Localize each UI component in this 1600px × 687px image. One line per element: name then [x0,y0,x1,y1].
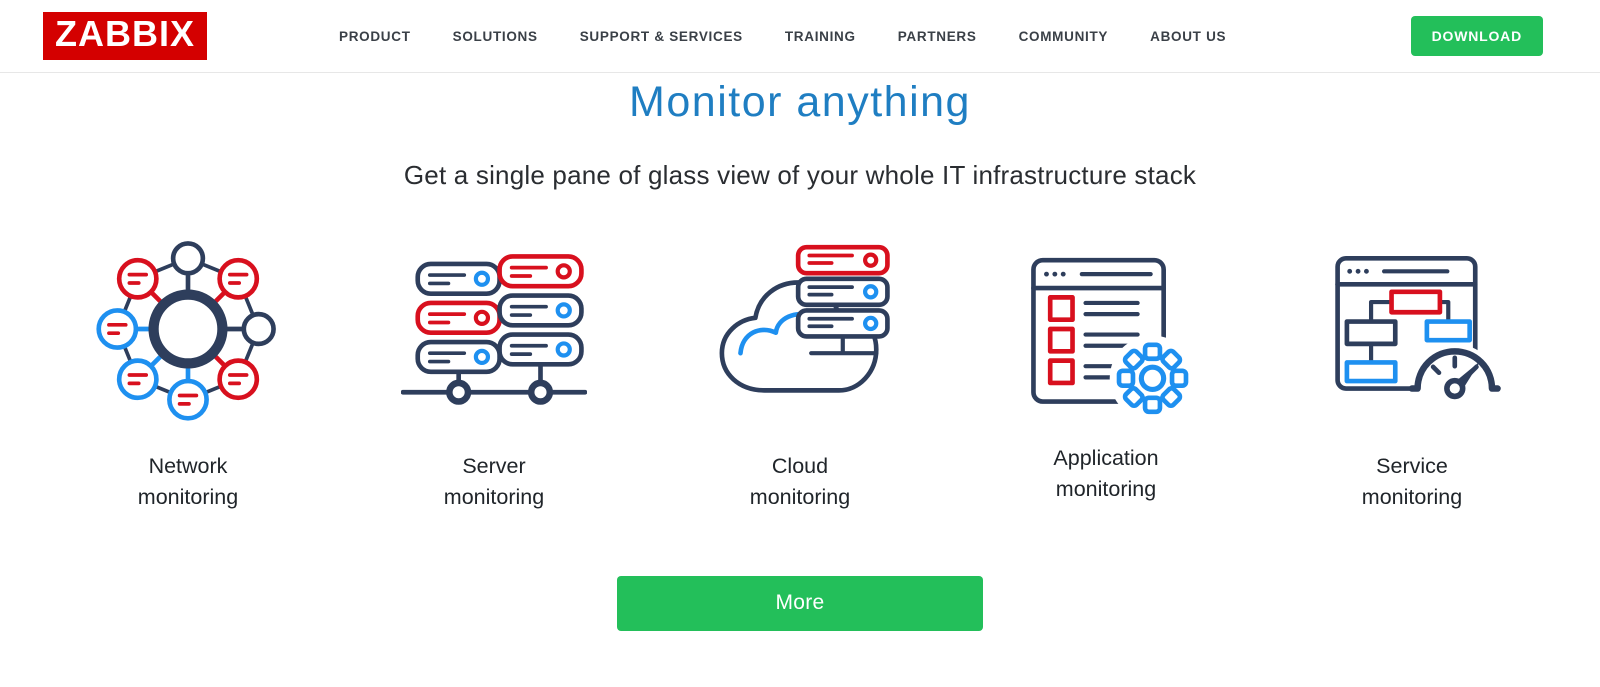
download-button[interactable]: DOWNLOAD [1410,16,1543,56]
service-monitoring-icon [1335,256,1501,426]
more-button[interactable]: More [617,575,983,631]
category-service-monitoring[interactable]: Service monitoring [1259,233,1565,513]
category-label-application: Application monitoring [1053,446,1159,502]
category-label-network: Network monitoring [137,454,239,510]
network-monitoring-icon [96,241,276,421]
page-title: Monitor anything [629,78,971,126]
category-server-monitoring[interactable]: Server monitoring [341,233,647,513]
nav-item-training[interactable]: TRAINING [784,28,856,44]
header: ZABBIX PRODUCT SOLUTIONS SUPPORT & SERVI… [0,0,1600,73]
page-subtitle: Get a single pane of glass view of your … [403,160,1197,191]
category-network-monitoring[interactable]: Network monitoring [35,233,341,513]
category-application-monitoring[interactable]: Application monitoring [953,233,1259,513]
server-monitoring-icon [401,254,587,406]
zabbix-logo[interactable]: ZABBIX [43,12,207,60]
nav-item-community[interactable]: COMMUNITY [1018,28,1109,44]
main-nav: PRODUCT SOLUTIONS SUPPORT & SERVICES TRA… [339,29,1226,44]
monitor-anything-section: Monitor anything Get a single pane of gl… [0,78,1600,631]
category-label-server: Server monitoring [443,454,545,510]
nav-item-product[interactable]: PRODUCT [339,28,411,44]
category-label-service: Service monitoring [1361,454,1463,510]
application-monitoring-icon [1031,258,1196,422]
category-row: Network monitoring [35,233,1565,513]
nav-item-partners[interactable]: PARTNERS [897,28,977,44]
nav-item-support-services[interactable]: SUPPORT & SERVICES [579,28,743,44]
cloud-monitoring-icon [719,245,890,394]
category-label-cloud: Cloud monitoring [749,454,851,510]
nav-item-about-us[interactable]: ABOUT US [1150,28,1227,44]
nav-item-solutions[interactable]: SOLUTIONS [452,28,538,44]
category-cloud-monitoring[interactable]: Cloud monitoring [647,233,953,513]
